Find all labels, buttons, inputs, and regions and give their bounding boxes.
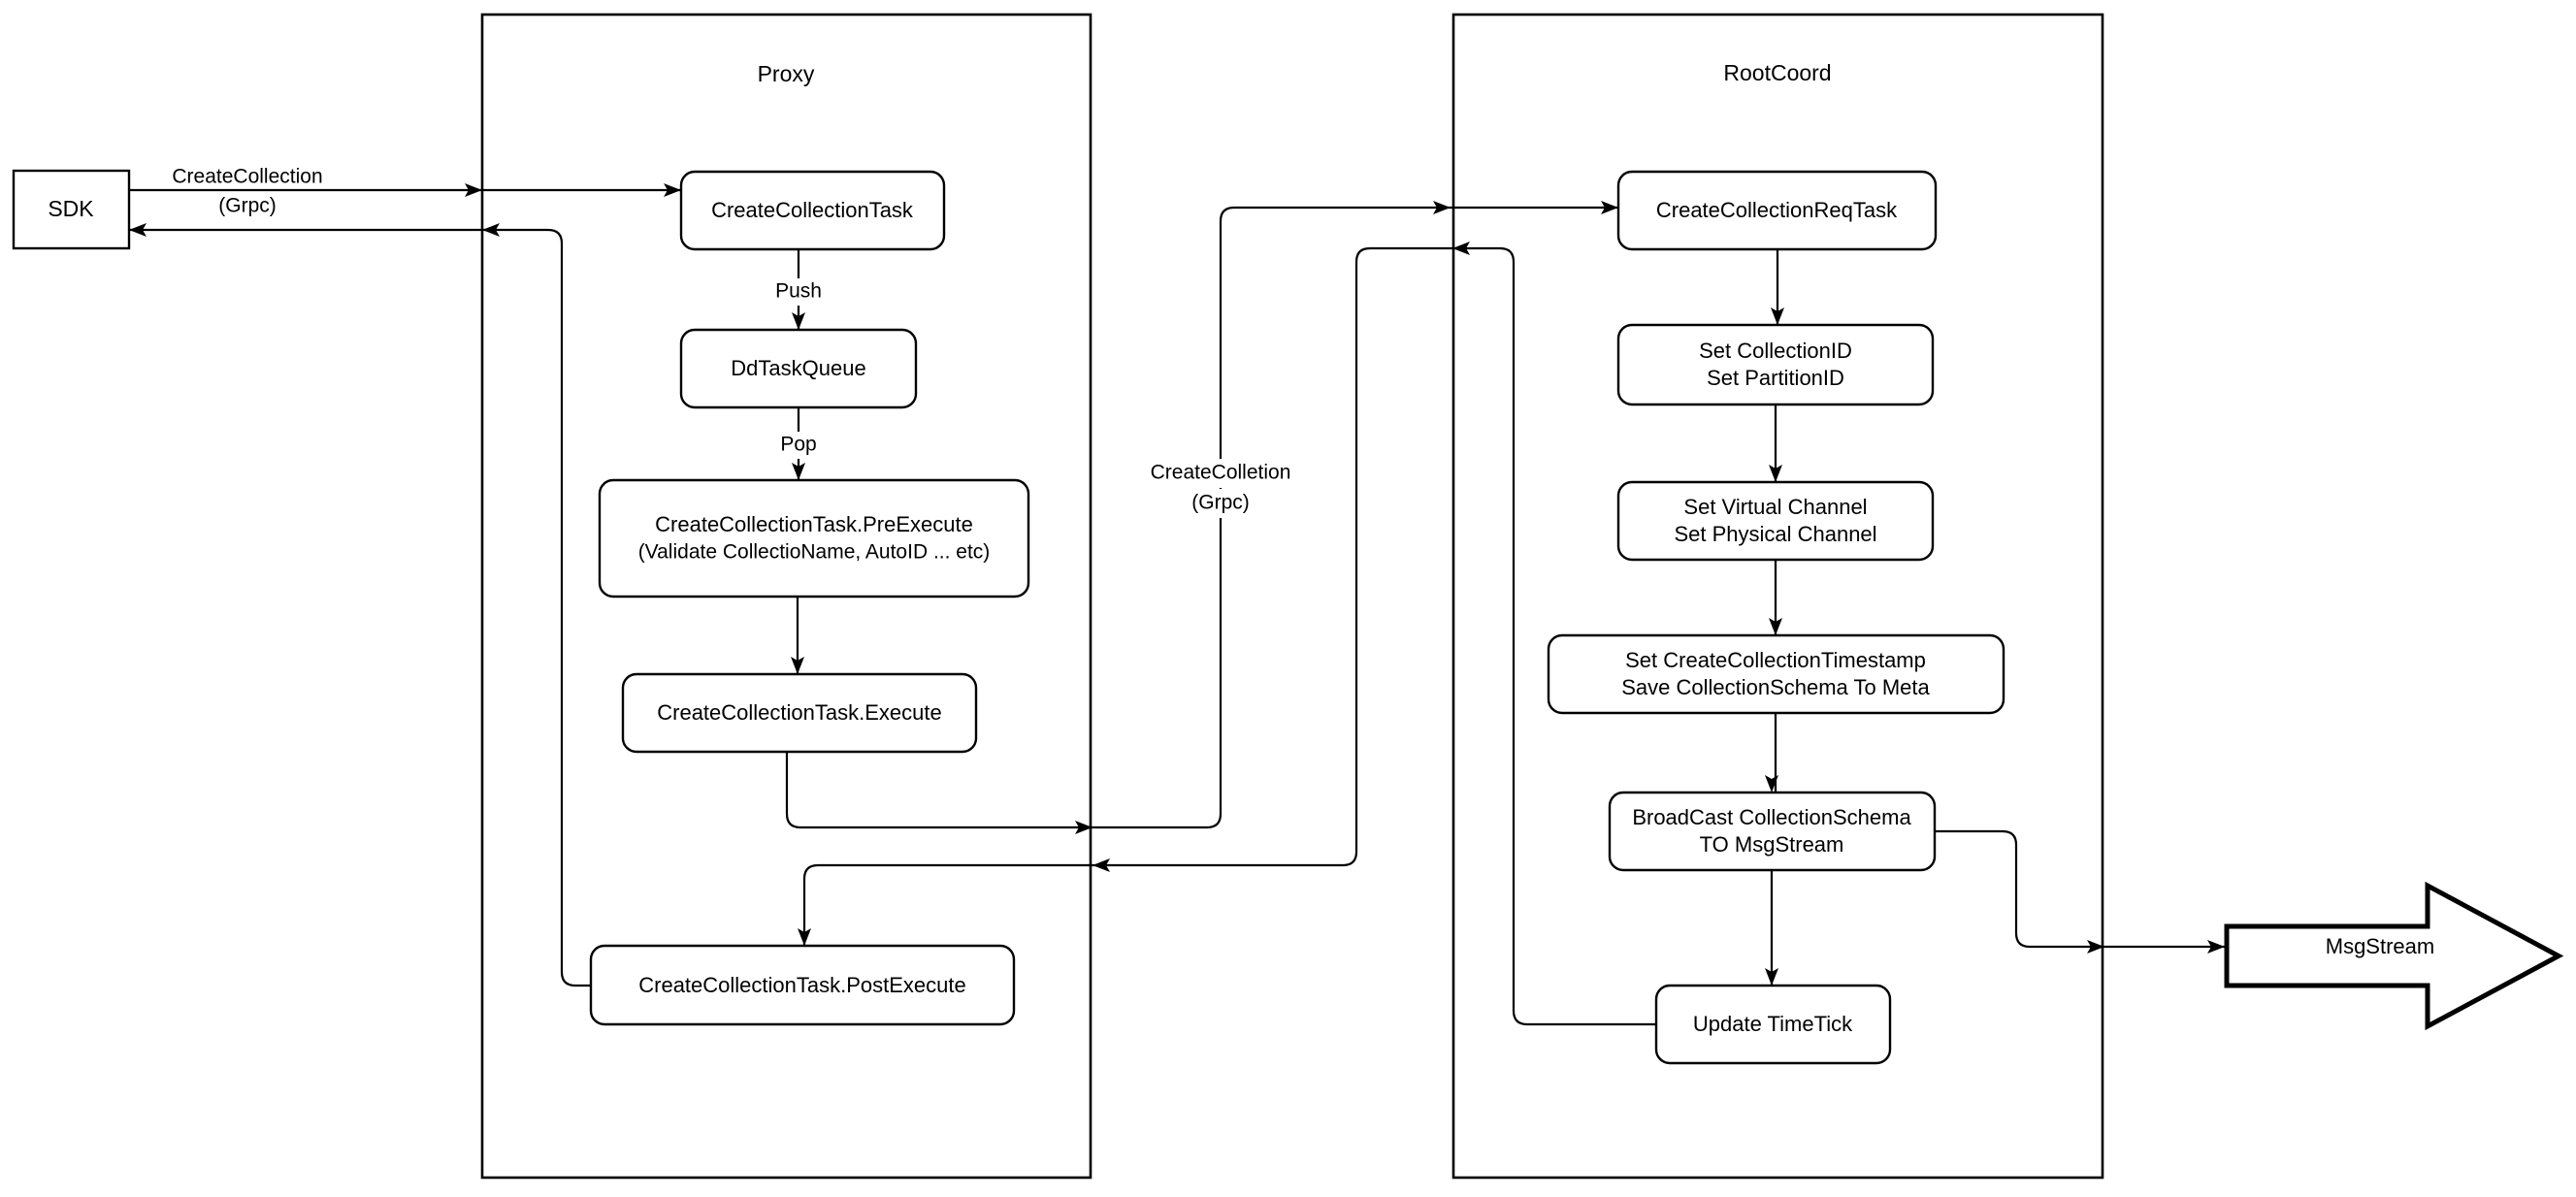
edge-update-timetick-to-post-execute — [802, 246, 1656, 1026]
dd-task-queue-label: DdTaskQueue — [731, 356, 865, 380]
execute-label: CreateCollectionTask.Execute — [657, 700, 941, 725]
rootcoord-title: RootCoord — [1723, 60, 1831, 85]
mid-grpc-label-bg2 — [1170, 489, 1271, 518]
set-channels-label-line2: Set Physical Channel — [1674, 522, 1876, 546]
pop-label-bg — [771, 432, 826, 459]
node-execute — [621, 672, 978, 754]
proxy-title: Proxy — [758, 61, 815, 86]
mid-grpc-label-line1: CreateColletion — [1151, 462, 1291, 484]
create-collection-req-task-label: CreateCollectionReqTask — [1656, 198, 1898, 222]
create-collection-task-label: CreateCollectionTask — [711, 198, 914, 222]
set-timestamp-label-line2: Save CollectionSchema To Meta — [1621, 675, 1930, 699]
push-label-bg — [766, 278, 831, 306]
set-channels-label-line1: Set Virtual Channel — [1683, 495, 1867, 519]
set-timestamp-label-line1: Set CreateCollectionTimestamp — [1625, 648, 1926, 672]
node-sdk — [12, 169, 131, 250]
sdk-grpc-label-line1: CreateCollection — [172, 166, 322, 188]
edge-post-execute-to-sdk — [129, 228, 591, 987]
post-execute-label: CreateCollectionTask.PostExecute — [638, 973, 966, 997]
broadcast-label-line1: BroadCast CollectionSchema — [1632, 805, 1911, 829]
msgstream-label: MsgStream — [2326, 934, 2434, 958]
pre-execute-label-line2: (Validate CollectioName, AutoID ... etc) — [638, 541, 991, 564]
edge-broadcast-to-msgstream — [1935, 829, 2225, 949]
update-timetick-label: Update TimeTick — [1693, 1012, 1853, 1036]
set-ids-label-line1: Set CollectionID — [1699, 339, 1852, 363]
pop-label: Pop — [780, 434, 816, 456]
set-ids-label-line2: Set PartitionID — [1707, 366, 1844, 390]
sdk-label: SDK — [48, 196, 94, 221]
push-label: Push — [775, 280, 822, 303]
broadcast-label-line2: TO MsgStream — [1700, 832, 1844, 857]
node-msgstream-block-arrow — [2224, 881, 2564, 1031]
mid-grpc-label-bg1 — [1127, 459, 1314, 488]
pre-execute-label-line1: CreateCollectionTask.PreExecute — [655, 512, 973, 536]
edge-execute-to-req-task — [785, 206, 1618, 829]
mid-grpc-label-line2: (Grpc) — [1191, 492, 1250, 514]
node-create-collection-task — [679, 170, 946, 251]
sdk-grpc-label-line2: (Grpc) — [218, 195, 277, 217]
arrowheads — [129, 183, 2225, 986]
node-pre-execute — [598, 478, 1030, 598]
